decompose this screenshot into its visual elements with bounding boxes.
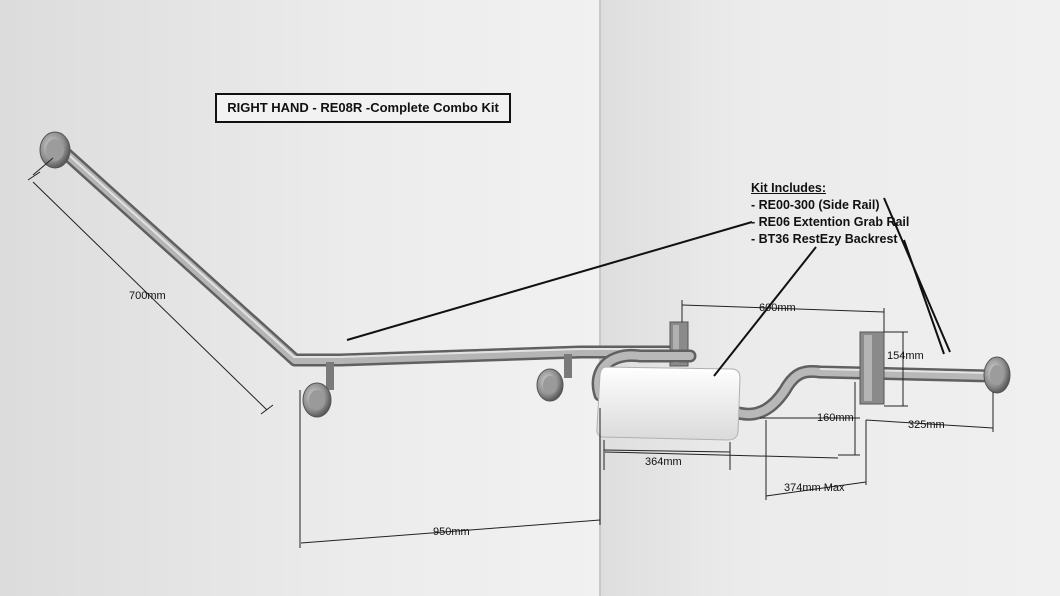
- dimension-lines: [27, 157, 994, 548]
- kit-item: - BT36 RestEzy Backrest: [751, 232, 898, 246]
- kit-item: - RE00-300 (Side Rail): [751, 198, 880, 212]
- dimension-600: 600mm: [759, 302, 796, 314]
- dimension-950: 950mm: [433, 526, 470, 538]
- dimension-700: 700mm: [129, 290, 166, 302]
- page-title: RIGHT HAND - RE08R -Complete Combo Kit: [215, 93, 511, 123]
- kit-heading: Kit Includes:: [751, 181, 827, 195]
- dimension-364: 364mm: [645, 456, 682, 468]
- dimension-160: 160mm: [817, 412, 854, 424]
- backrest-pad: [596, 366, 741, 441]
- dimension-374-max: 374mm Max: [784, 482, 845, 494]
- extension-grab-rail: [591, 331, 1011, 421]
- dimension-154: 154mm: [887, 350, 924, 362]
- kit-item: - RE06 Extention Grab Rail: [751, 215, 910, 229]
- leader-lines: [346, 197, 951, 377]
- kit-includes-list: Kit Includes: - RE00-300 (Side Rail) - R…: [751, 180, 909, 248]
- right-wall: [600, 0, 1060, 596]
- side-rail: [39, 131, 682, 418]
- dimension-325: 325mm: [908, 419, 945, 431]
